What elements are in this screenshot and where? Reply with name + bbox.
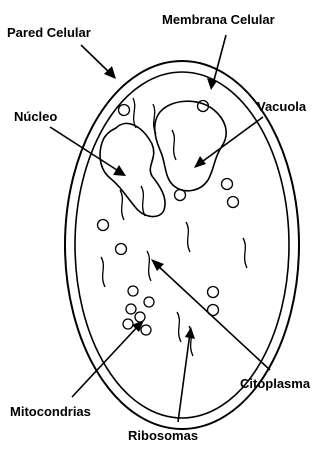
- vesicle: [228, 197, 239, 208]
- vesicle: [222, 179, 233, 190]
- squiggle: [177, 312, 181, 342]
- squiggle: [133, 98, 136, 128]
- leader-line-citoplasma: [156, 264, 270, 370]
- squiggle: [147, 251, 151, 281]
- vesicle: [175, 190, 186, 201]
- label-mitocondrias: Mitocondrias: [10, 404, 91, 419]
- vesicle: [98, 220, 109, 231]
- label-citoplasma: Citoplasma: [240, 376, 311, 391]
- label-vacuola: Vacuola: [257, 99, 307, 114]
- organelles: [98, 101, 239, 336]
- cell-membrane-outline: [75, 72, 289, 418]
- vesicle: [116, 244, 127, 255]
- vesicle: [119, 105, 130, 116]
- vacuole-shape: [155, 101, 226, 191]
- squiggle: [120, 190, 124, 220]
- leader-line-vacuola: [199, 117, 263, 164]
- leader-line-membrana: [213, 35, 226, 84]
- cell-wall-outline: [65, 61, 299, 429]
- mitochondrion: [126, 304, 136, 314]
- squiggle: [186, 222, 190, 252]
- arrowheads: [104, 66, 217, 339]
- leader-line-pared: [81, 45, 112, 75]
- squiggle: [243, 238, 247, 268]
- vesicle: [208, 287, 219, 298]
- label-ribosomas: Ribosomas: [128, 428, 198, 443]
- arrowhead-vacuola: [194, 156, 206, 168]
- leader-lines: [50, 35, 270, 422]
- leader-line-nucleo: [50, 127, 120, 172]
- squiggle: [141, 186, 145, 216]
- mitochondrion: [128, 286, 138, 296]
- squiggle: [172, 130, 176, 160]
- squiggle: [101, 257, 105, 287]
- arrowhead-nucleo: [113, 165, 126, 176]
- label-nucleo: Núcleo: [14, 109, 57, 124]
- mitochondrion: [123, 319, 133, 329]
- arrowhead-ribosomas: [185, 327, 195, 339]
- label-pared-celular: Pared Celular: [7, 25, 91, 40]
- mitochondrion: [141, 325, 151, 335]
- leader-line-ribosomas: [178, 333, 190, 422]
- mitochondrion: [144, 297, 154, 307]
- label-membrana-celular: Membrana Celular: [162, 12, 275, 27]
